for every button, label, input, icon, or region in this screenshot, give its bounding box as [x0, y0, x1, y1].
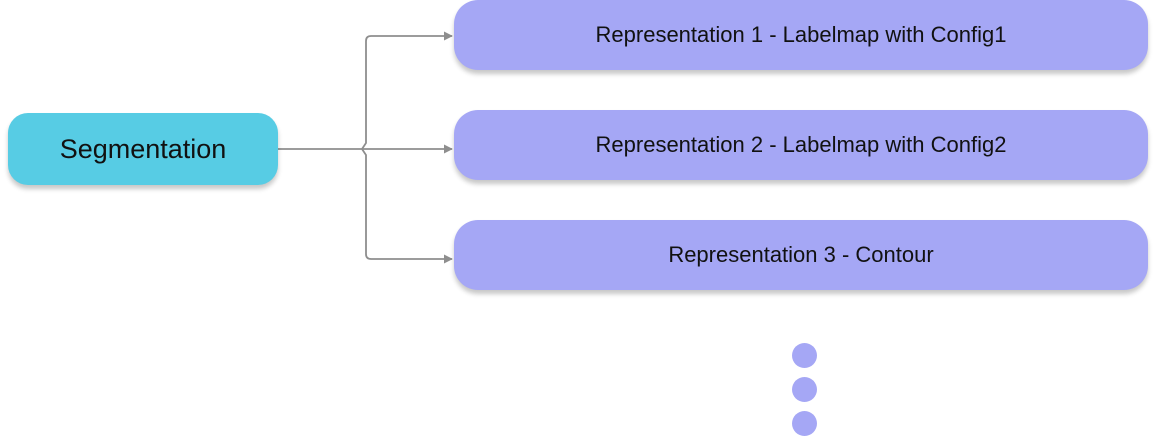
ellipsis-dot	[792, 377, 817, 402]
representation-node-2: Representation 2 - Labelmap with Config2	[454, 110, 1148, 180]
representation-node-1: Representation 1 - Labelmap with Config1	[454, 0, 1148, 70]
ellipsis-dot	[792, 411, 817, 436]
connector-branch-3	[361, 148, 453, 264]
segmentation-node: Segmentation	[8, 113, 278, 185]
representation-node-3: Representation 3 - Contour	[454, 220, 1148, 290]
connector-branch-1	[361, 31, 453, 150]
ellipsis-dot	[792, 343, 817, 368]
